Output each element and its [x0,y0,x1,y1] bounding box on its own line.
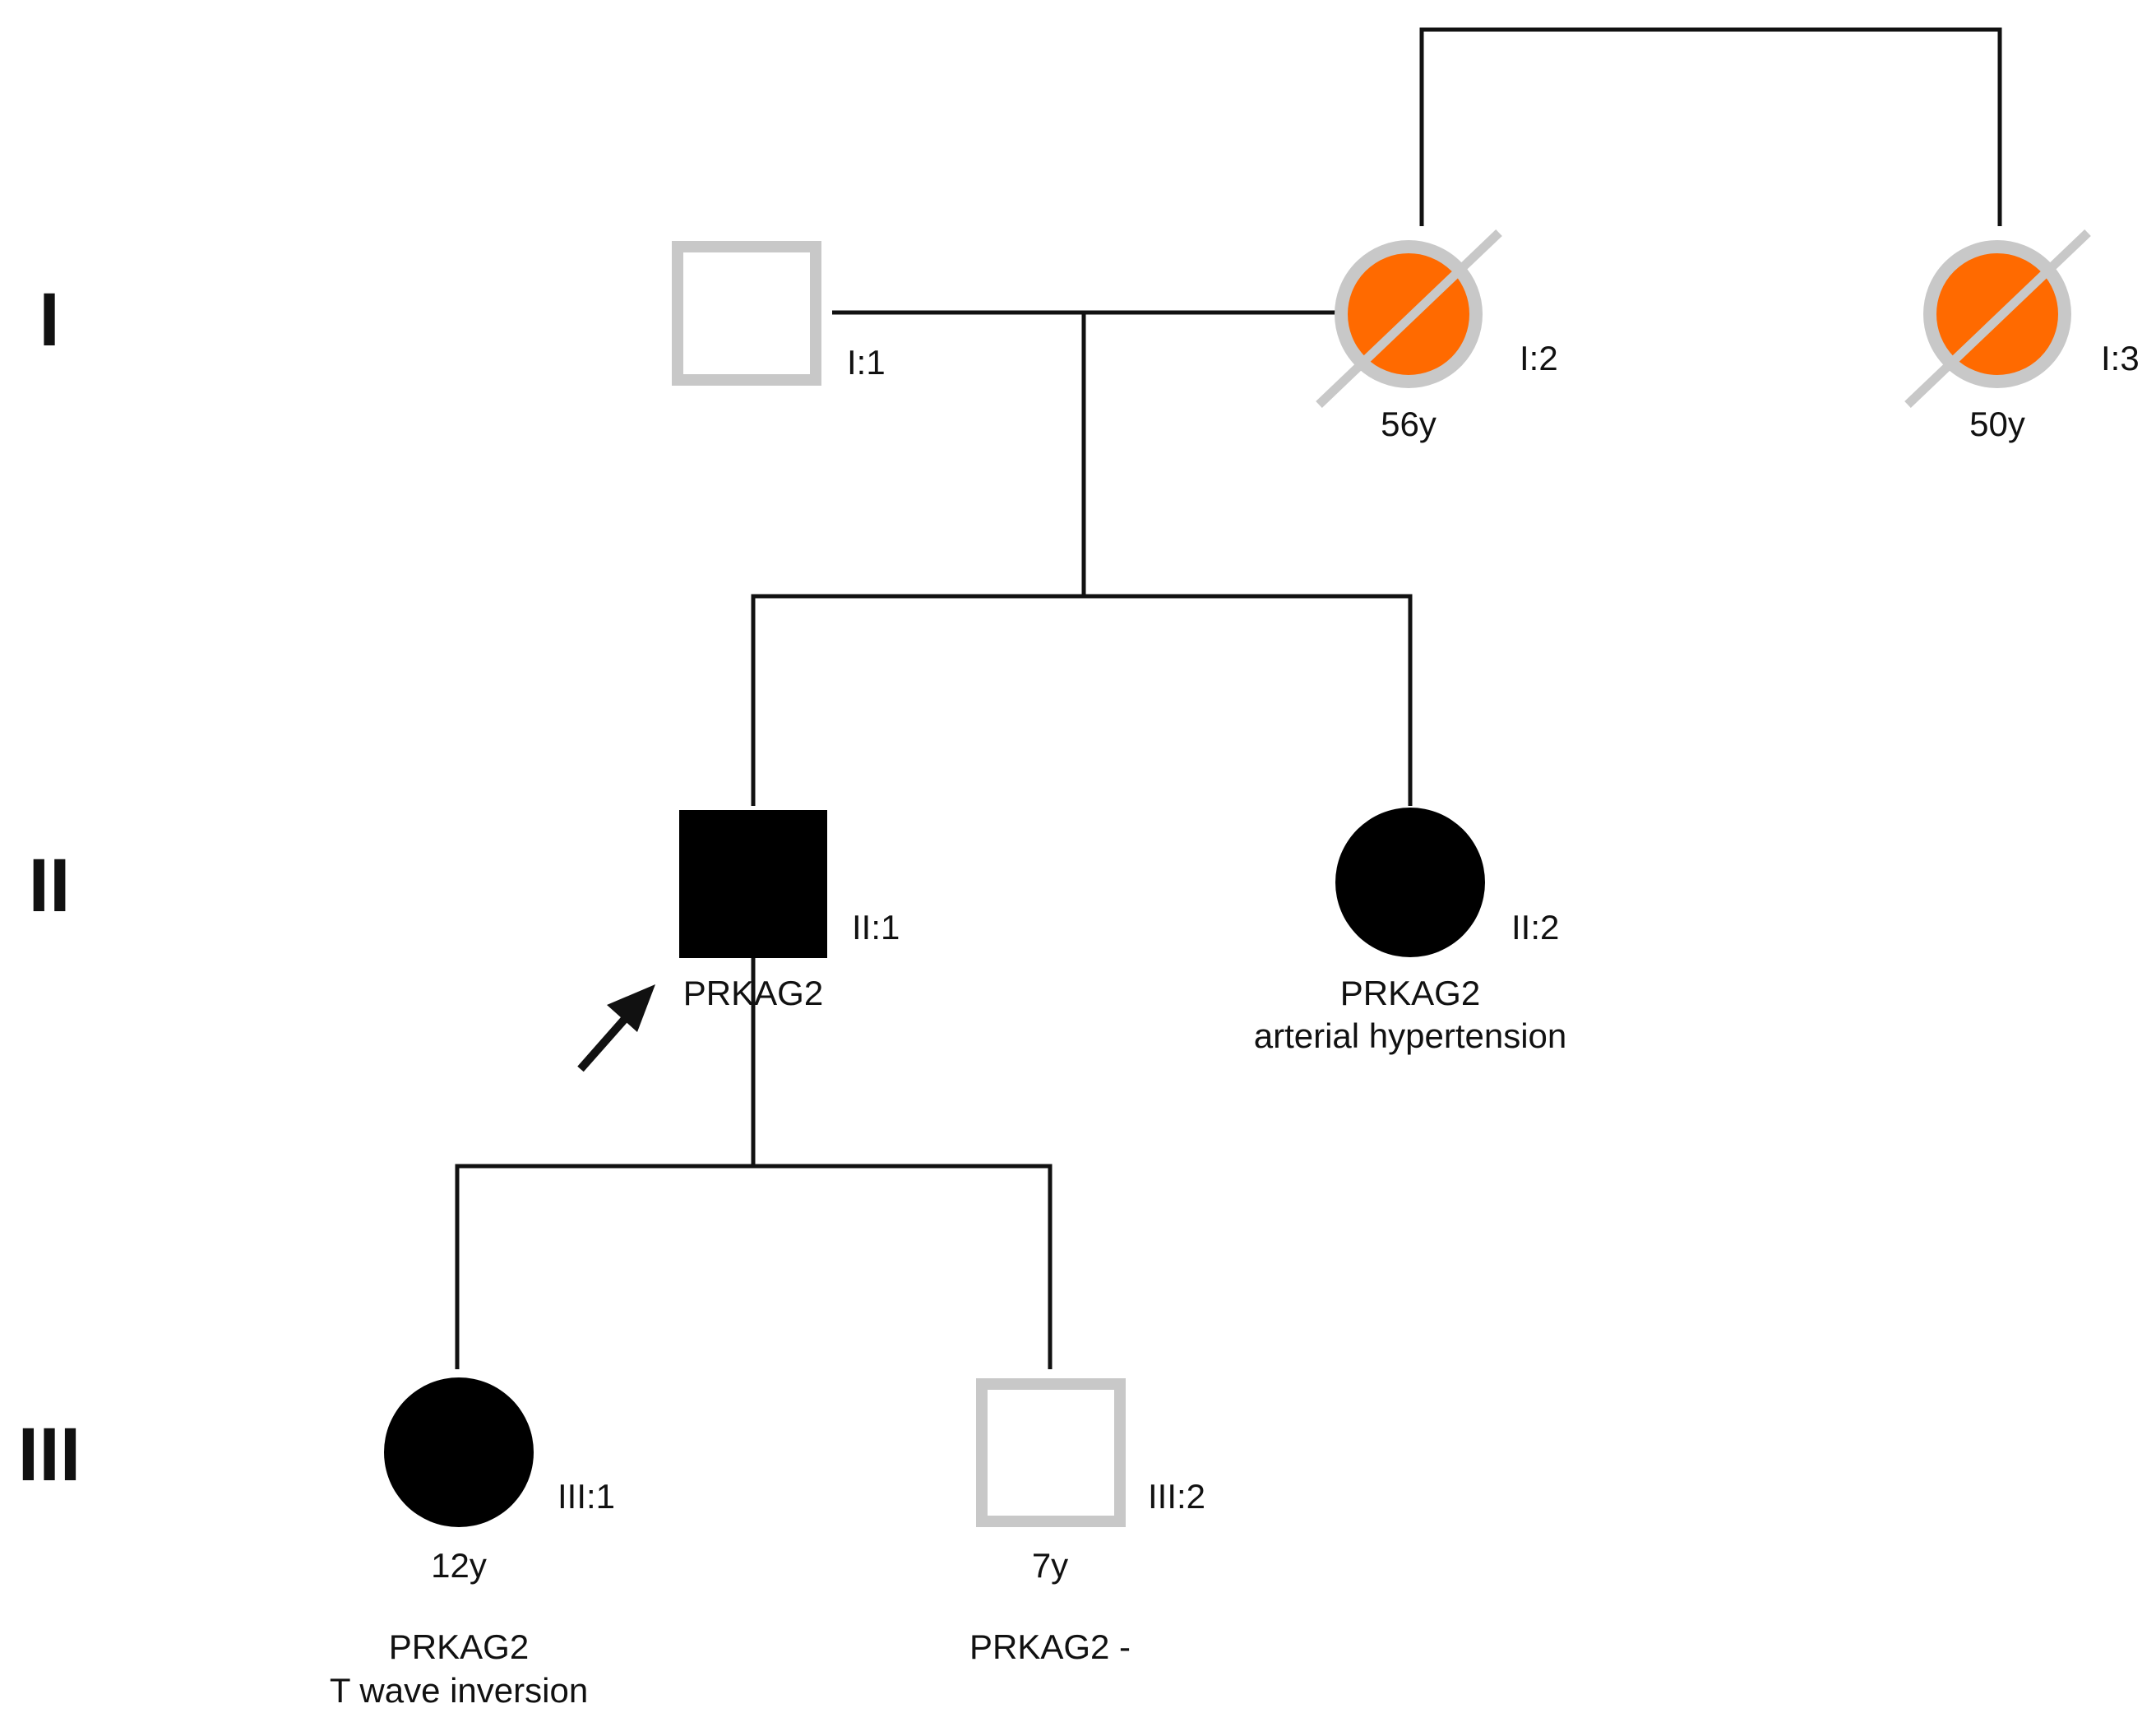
mating-line-i1-i2 [832,310,1336,596]
individual-age-i2: 56y [1381,405,1437,443]
individual-i2-circle [1316,229,1502,408]
individual-ii1-square [679,810,827,958]
individual-age-iii2: 7y [1032,1546,1068,1585]
individual-note-iii1-gene: PRKAG2 [389,1627,529,1666]
individual-age-i3: 50y [1969,405,2025,443]
individual-id-ii1: II:1 [852,908,900,947]
individual-note-ii1: PRKAG2 [683,974,823,1012]
individual-note-iii2-gene: PRKAG2 - [969,1627,1131,1666]
proband-arrow-icon [577,984,655,1072]
individual-age-iii1: 12y [431,1546,487,1585]
individual-id-i2: I:2 [1520,339,1558,377]
generation-label-ii: II [28,844,70,928]
individual-ii2-circle [1335,808,1485,957]
individual-id-iii2: III:2 [1148,1477,1205,1516]
sibship-line-ii [751,594,1413,806]
individual-iii1-circle [384,1377,534,1527]
individual-id-iii1: III:1 [558,1477,615,1516]
individual-note-ii2-phenotype: arterial hypertension [1254,1016,1567,1055]
sibship-line-i2-i3 [1419,27,2002,226]
individual-note-ii2-gene: PRKAG2 [1340,974,1480,1012]
individual-id-i1: I:1 [847,343,886,382]
descent-line-ii1 [455,958,1053,1369]
individual-iii2-square [976,1378,1126,1527]
individual-id-i3: I:3 [2101,339,2140,377]
generation-label-i: I [39,278,60,362]
individual-i3-circle [1904,229,2091,408]
individual-id-ii2: II:2 [1511,908,1559,947]
individual-i1-square [672,241,821,386]
generation-label-iii: III [18,1413,81,1497]
individual-note-iii1-phenotype: T wave inversion [330,1671,588,1710]
